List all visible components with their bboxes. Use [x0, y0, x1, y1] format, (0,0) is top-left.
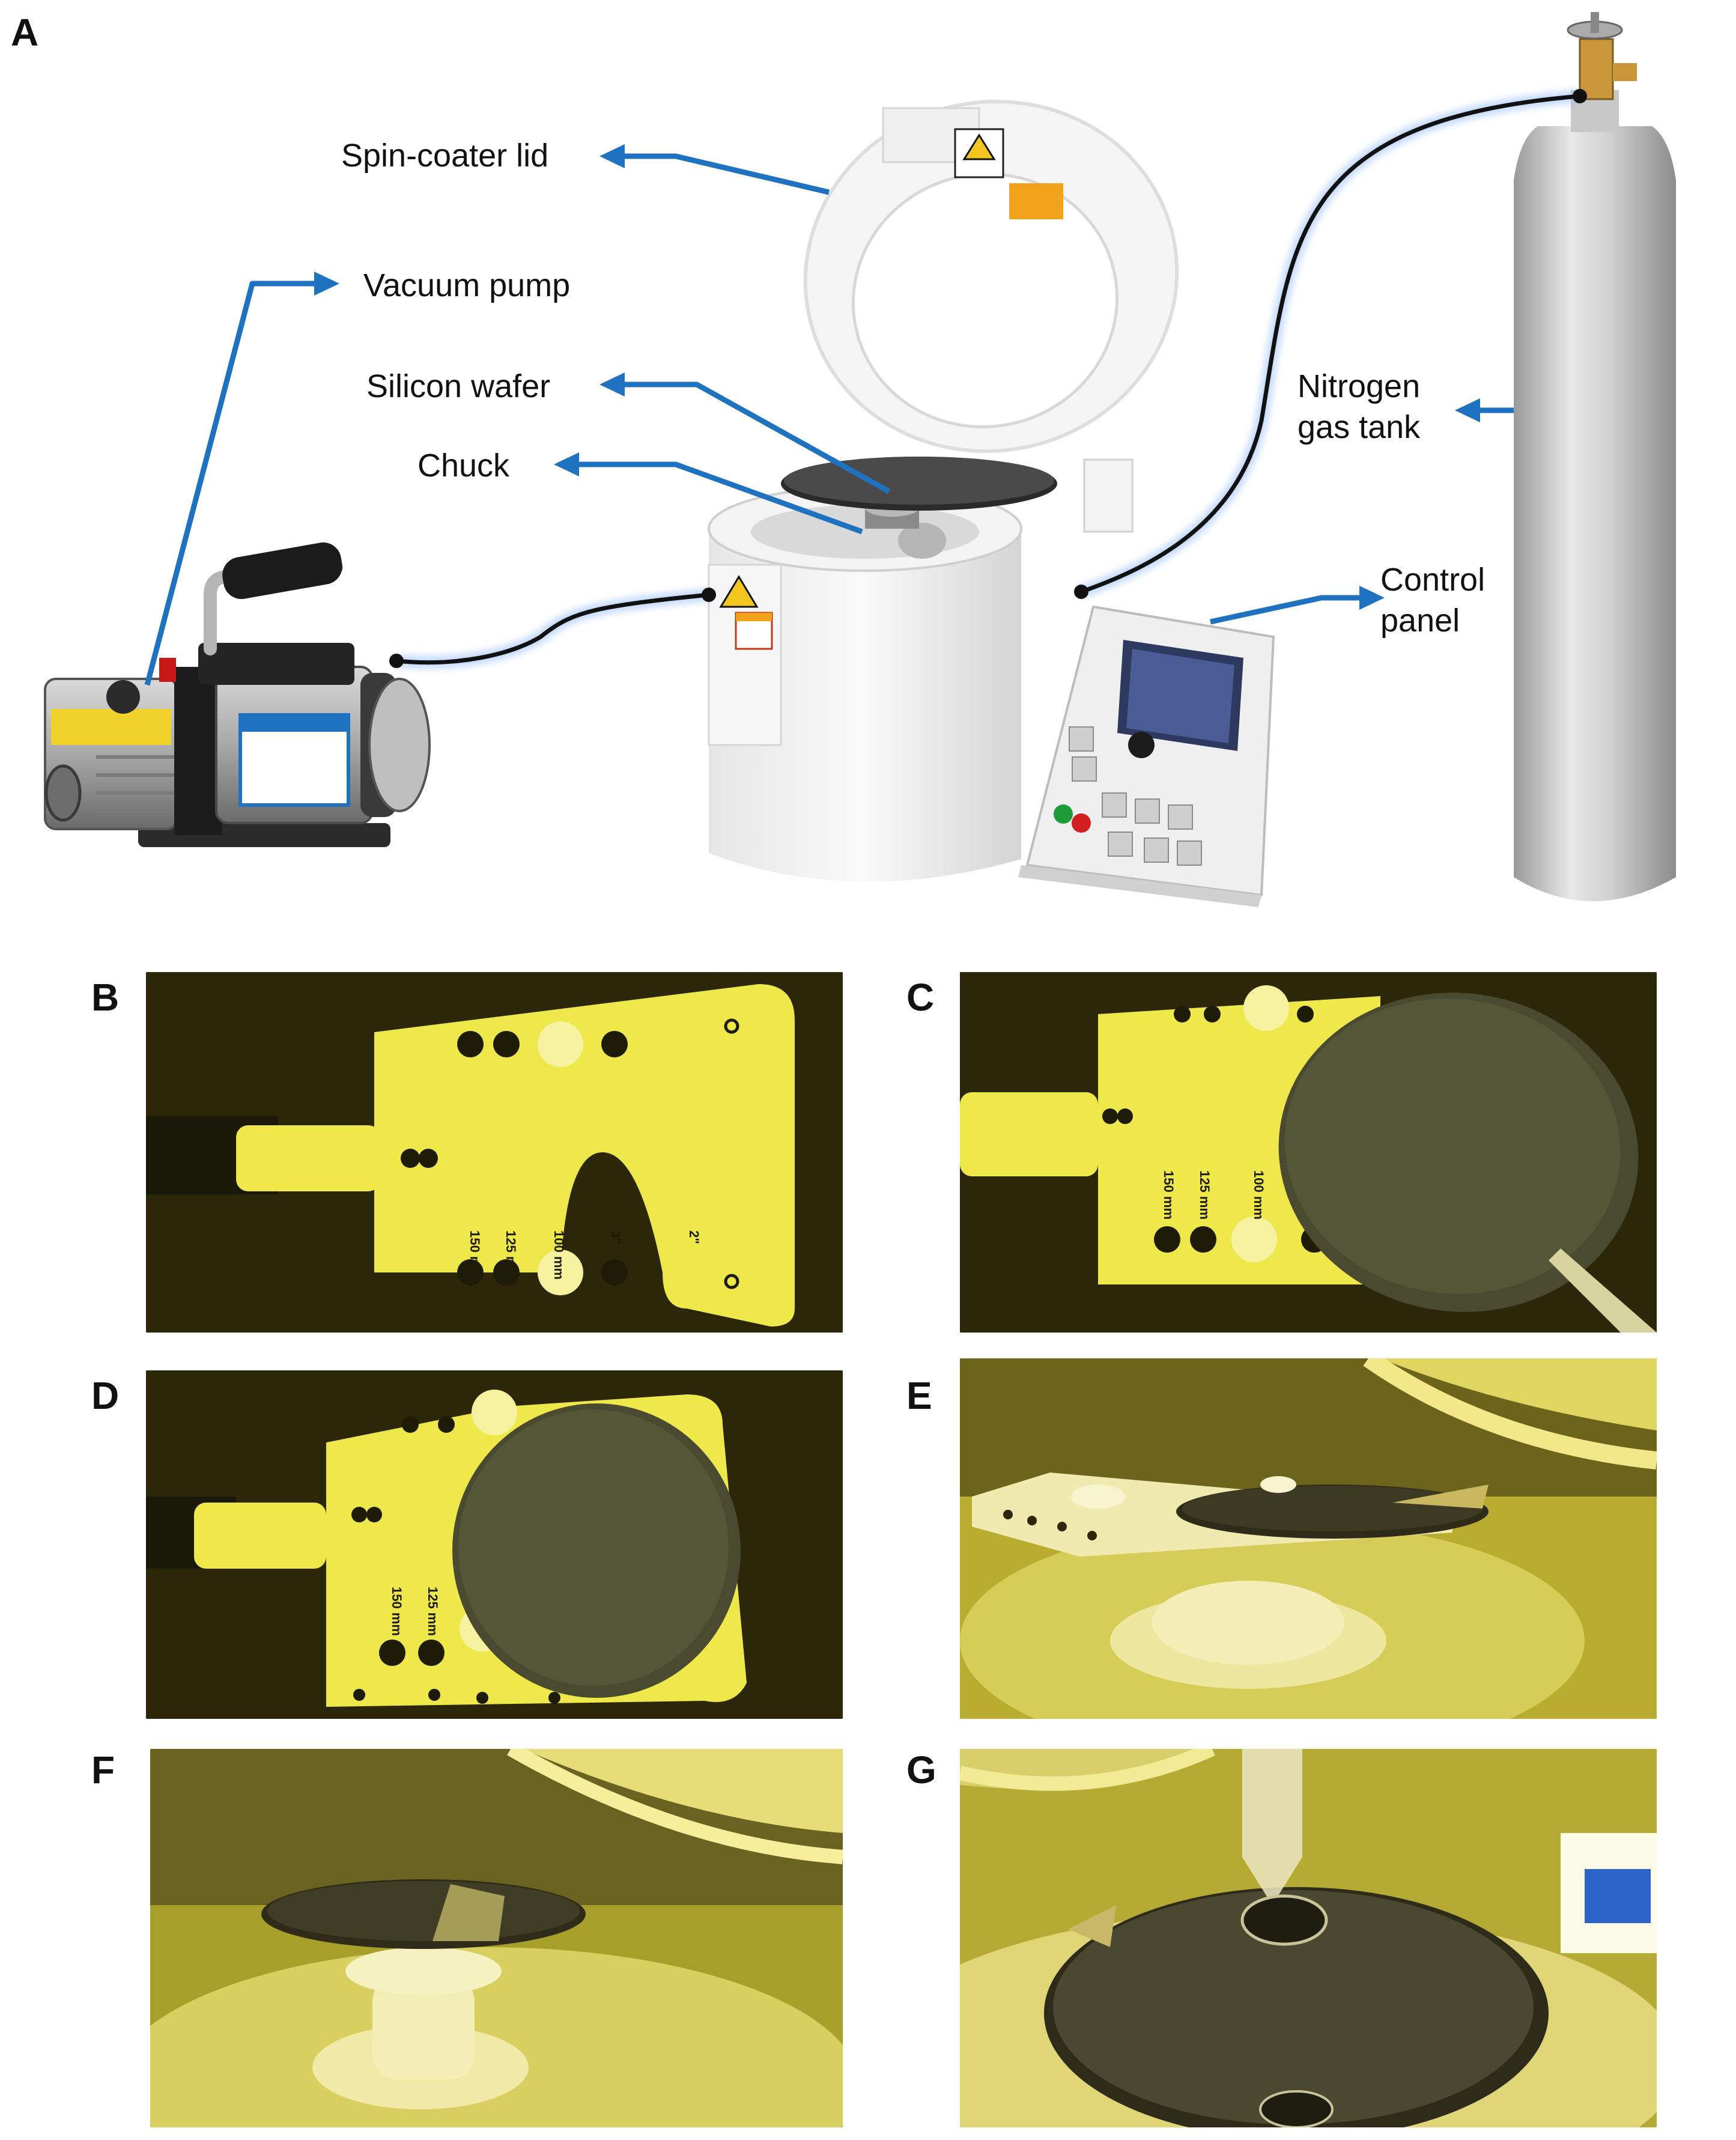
panel-label-d: D	[91, 1374, 120, 1417]
vacuum-pump-image	[44, 542, 431, 847]
chuck-mark-3in: 3"	[609, 1230, 624, 1244]
panel-label-f: F	[91, 1748, 115, 1792]
svg-text:100 mm: 100 mm	[1251, 1170, 1266, 1220]
svg-text:150 mm: 150 mm	[1161, 1170, 1176, 1220]
panel-b-illustration: 150 mm 125 mm 100 mm 3" 2"	[146, 972, 843, 1333]
label-nitrogen-line1: Nitrogen	[1297, 368, 1421, 404]
svg-text:125 mm: 125 mm	[1197, 1170, 1212, 1220]
panel-c-illustration: 150 mm 125 mm 100 mm	[960, 972, 1657, 1333]
label-control-panel: Control panel	[1380, 560, 1485, 641]
panel-label-b: B	[91, 976, 120, 1019]
panel-b-photo: 150 mm 125 mm 100 mm 3" 2"	[146, 972, 843, 1333]
label-silicon-wafer: Silicon wafer	[366, 368, 551, 404]
label-spin-coater-lid: Spin-coater lid	[341, 138, 549, 174]
chuck-mark-2in: 2"	[687, 1230, 702, 1244]
panel-g-illustration	[960, 1749, 1657, 2127]
chuck-mark-150: 150 mm	[467, 1230, 482, 1280]
cables	[389, 89, 1587, 669]
nitrogen-tank-image	[1514, 12, 1676, 901]
svg-text:150 mm: 150 mm	[389, 1587, 404, 1636]
callout-arrowheads	[314, 144, 1480, 610]
panel-f-illustration	[150, 1749, 843, 2127]
spin-coater-image	[708, 100, 1179, 882]
panel-g-photo	[960, 1749, 1657, 2127]
svg-text:125 mm: 125 mm	[425, 1587, 440, 1636]
label-control-line2: panel	[1380, 602, 1460, 639]
chuck-mark-100: 100 mm	[551, 1230, 566, 1280]
label-nitrogen-line2: gas tank	[1297, 409, 1421, 445]
panel-c-photo: 150 mm 125 mm 100 mm	[960, 972, 1657, 1333]
callout-arrows	[144, 153, 1514, 686]
chuck-mark-125: 125 mm	[503, 1230, 518, 1280]
control-panel-image	[1018, 605, 1275, 907]
panel-f-photo	[150, 1749, 843, 2127]
panel-label-c: C	[906, 976, 935, 1019]
panel-e-photo	[960, 1358, 1657, 1719]
panel-label-a: A	[11, 11, 39, 54]
panel-a-illustration	[44, 12, 1676, 907]
label-control-line1: Control	[1380, 562, 1486, 598]
panel-label-g: G	[906, 1748, 936, 1792]
label-chuck: Chuck	[417, 448, 510, 484]
label-nitrogen-tank: Nitrogen gas tank	[1297, 366, 1420, 448]
panel-d-photo: 150 mm 125 mm	[146, 1370, 843, 1719]
panel-d-illustration: 150 mm 125 mm	[146, 1370, 843, 1719]
label-vacuum-pump: Vacuum pump	[363, 267, 571, 303]
panel-label-e: E	[906, 1374, 932, 1417]
panel-e-illustration	[960, 1358, 1657, 1719]
